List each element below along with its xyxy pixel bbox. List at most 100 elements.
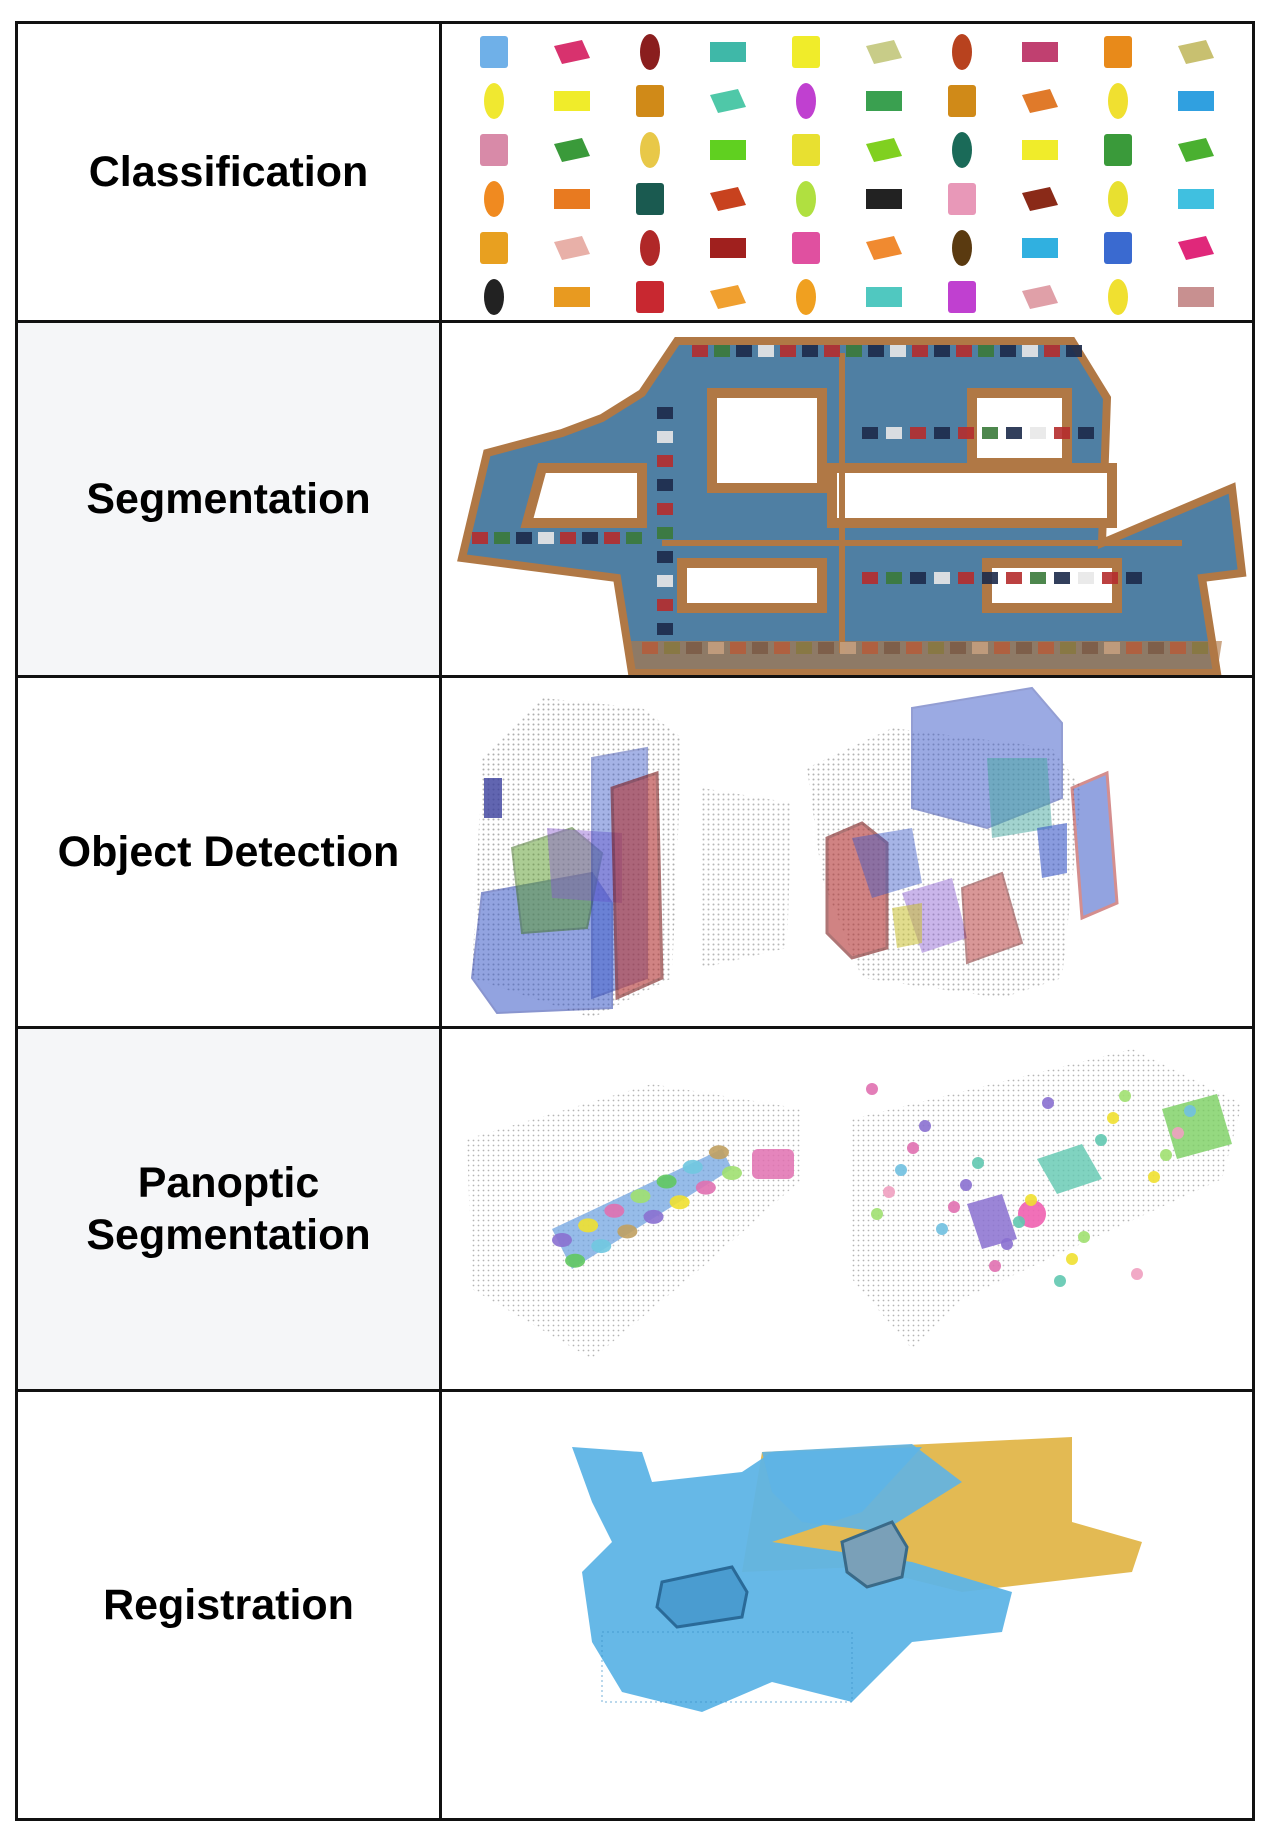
- object-model-icon: [866, 40, 902, 64]
- furniture-mark: [886, 427, 902, 439]
- furniture-mark: [1030, 572, 1046, 584]
- object-model-icon: [866, 236, 902, 260]
- furniture-mark: [657, 551, 673, 563]
- instance-mark: [1119, 1090, 1131, 1102]
- object-model-icon: [554, 189, 590, 209]
- label-cell: Classification: [18, 24, 442, 320]
- panoptic-room-figure: [467, 1049, 1242, 1359]
- furniture-mark: [1044, 345, 1060, 357]
- object-model-icon: [952, 132, 972, 168]
- object-model-icon: [640, 132, 660, 168]
- object-model-icon: [792, 134, 820, 166]
- classification-figure: [442, 24, 1252, 320]
- instance-mark: [1160, 1149, 1172, 1161]
- furniture-mark: [978, 345, 994, 357]
- furniture-mark: [958, 572, 974, 584]
- instance-mark: [1095, 1134, 1107, 1146]
- instance-mark: [895, 1164, 907, 1176]
- instance-mark: [552, 1233, 572, 1247]
- furniture-mark: [1078, 427, 1094, 439]
- furniture-mark: [934, 345, 950, 357]
- instance-mark: [578, 1218, 599, 1233]
- object-model-icon: [480, 134, 508, 166]
- object-model-icon: [710, 187, 746, 211]
- object-model-icon: [484, 83, 504, 119]
- registration-cloud-figure: [572, 1437, 1142, 1712]
- furniture-mark: [934, 572, 950, 584]
- object-model-icon: [1022, 42, 1058, 62]
- instance-mark: [1148, 1171, 1160, 1183]
- row-segmentation: Segmentation: [15, 323, 1255, 678]
- instance-mark: [871, 1208, 883, 1220]
- object-model-icon: [710, 238, 746, 258]
- furniture-mark: [1066, 345, 1082, 357]
- object-model-icon: [948, 85, 976, 117]
- furniture-mark: [657, 407, 673, 419]
- object-model-icon: [1178, 189, 1214, 209]
- furniture-mark: [626, 532, 642, 544]
- object-detection-figure: [442, 678, 1252, 1026]
- object-model-icon: [1022, 285, 1058, 309]
- object-model-icon: [866, 91, 902, 111]
- object-model-icon: [480, 36, 508, 68]
- furniture-mark: [1006, 572, 1022, 584]
- object-model-icon: [1022, 238, 1058, 258]
- instance-mark: [565, 1253, 586, 1268]
- object-model-icon: [1022, 89, 1058, 113]
- object-model-icon: [484, 279, 504, 315]
- row-panoptic-segmentation: Panoptic Segmentation: [15, 1029, 1255, 1392]
- instance-mark: [1172, 1127, 1184, 1139]
- furniture-mark: [657, 503, 673, 515]
- instance-mark: [972, 1157, 984, 1169]
- row-object-detection: Object Detection: [15, 678, 1255, 1029]
- instance-mark: [604, 1203, 625, 1218]
- furniture-mark: [862, 427, 878, 439]
- panoptic-segmentation-figure: [442, 1029, 1252, 1389]
- furniture-mark: [1078, 572, 1094, 584]
- object-model-icon: [952, 34, 972, 70]
- object-models-grid: [480, 34, 1214, 315]
- object-model-icon: [1104, 232, 1132, 264]
- object-model-icon: [796, 279, 816, 315]
- furniture-mark: [958, 427, 974, 439]
- furniture-mark: [934, 427, 950, 439]
- task-label: Segmentation: [86, 475, 371, 523]
- object-model-icon: [866, 287, 902, 307]
- object-model-icon: [636, 281, 664, 313]
- object-model-icon: [480, 232, 508, 264]
- furniture-mark: [472, 532, 488, 544]
- task-label: Classification: [88, 148, 369, 196]
- furniture-mark: [890, 345, 906, 357]
- object-model-icon: [1108, 83, 1128, 119]
- instance-mark: [682, 1159, 703, 1174]
- office-floorplan-figure: [457, 337, 1247, 675]
- instance-mark: [1131, 1268, 1143, 1280]
- furniture-mark: [582, 532, 598, 544]
- object-model-icon: [1022, 187, 1058, 211]
- row-registration: Registration: [15, 1392, 1255, 1821]
- instance-mark: [1042, 1097, 1054, 1109]
- object-model-icon: [554, 40, 590, 64]
- furniture-mark: [657, 575, 673, 587]
- furniture-mark: [982, 427, 998, 439]
- instance-mark: [1107, 1112, 1119, 1124]
- instance-mark: [656, 1174, 677, 1189]
- object-model-icon: [554, 91, 590, 111]
- instance-mark: [669, 1195, 690, 1210]
- furniture-mark: [846, 345, 862, 357]
- instance-mark: [630, 1189, 651, 1204]
- furniture-mark: [736, 345, 752, 357]
- furniture-mark: [1054, 427, 1070, 439]
- label-cell: Panoptic Segmentation: [18, 1029, 442, 1389]
- object-model-icon: [554, 138, 590, 162]
- furniture-mark: [758, 345, 774, 357]
- object-model-icon: [640, 230, 660, 266]
- task-table: Classification Segmentation: [15, 21, 1255, 1821]
- object-model-icon: [796, 181, 816, 217]
- instance-mark: [1184, 1105, 1196, 1117]
- object-model-icon: [554, 236, 590, 260]
- furniture-mark: [657, 527, 673, 539]
- instance-mark: [695, 1180, 716, 1195]
- object-model-icon: [1022, 140, 1058, 160]
- object-model-icon: [1178, 138, 1214, 162]
